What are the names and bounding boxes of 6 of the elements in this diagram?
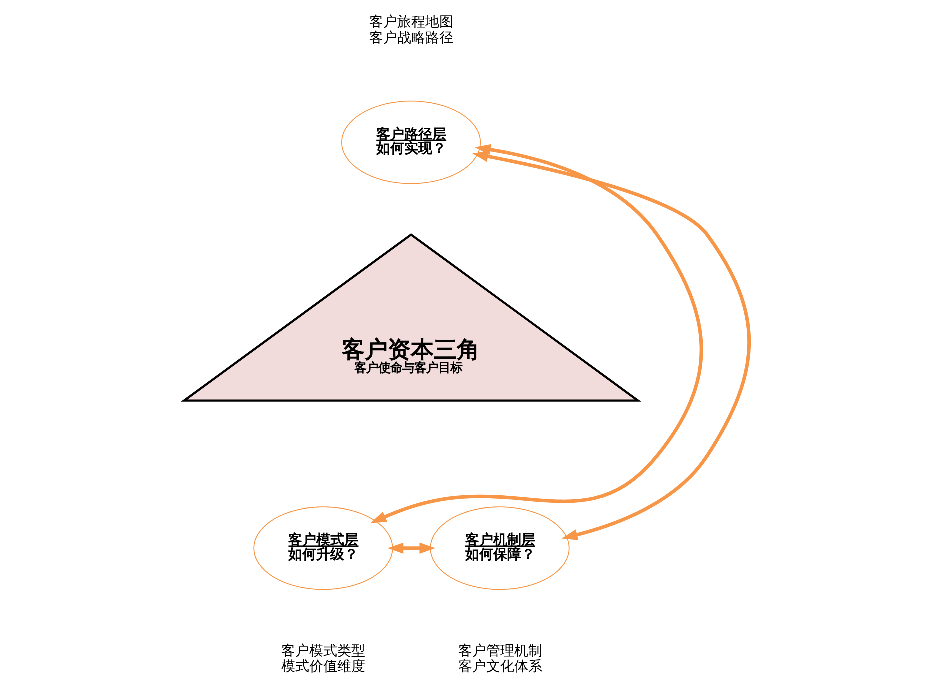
node-label: 客户旅程地图 bbox=[370, 14, 454, 30]
node-label: 客户管理机制 bbox=[458, 643, 542, 660]
node-label: 客户战略路径 bbox=[370, 30, 454, 46]
node-label: 客户文化体系 bbox=[458, 659, 542, 676]
node-label: 客户模式类型 bbox=[282, 643, 366, 660]
node-label: 模式价值维度 bbox=[282, 659, 366, 676]
